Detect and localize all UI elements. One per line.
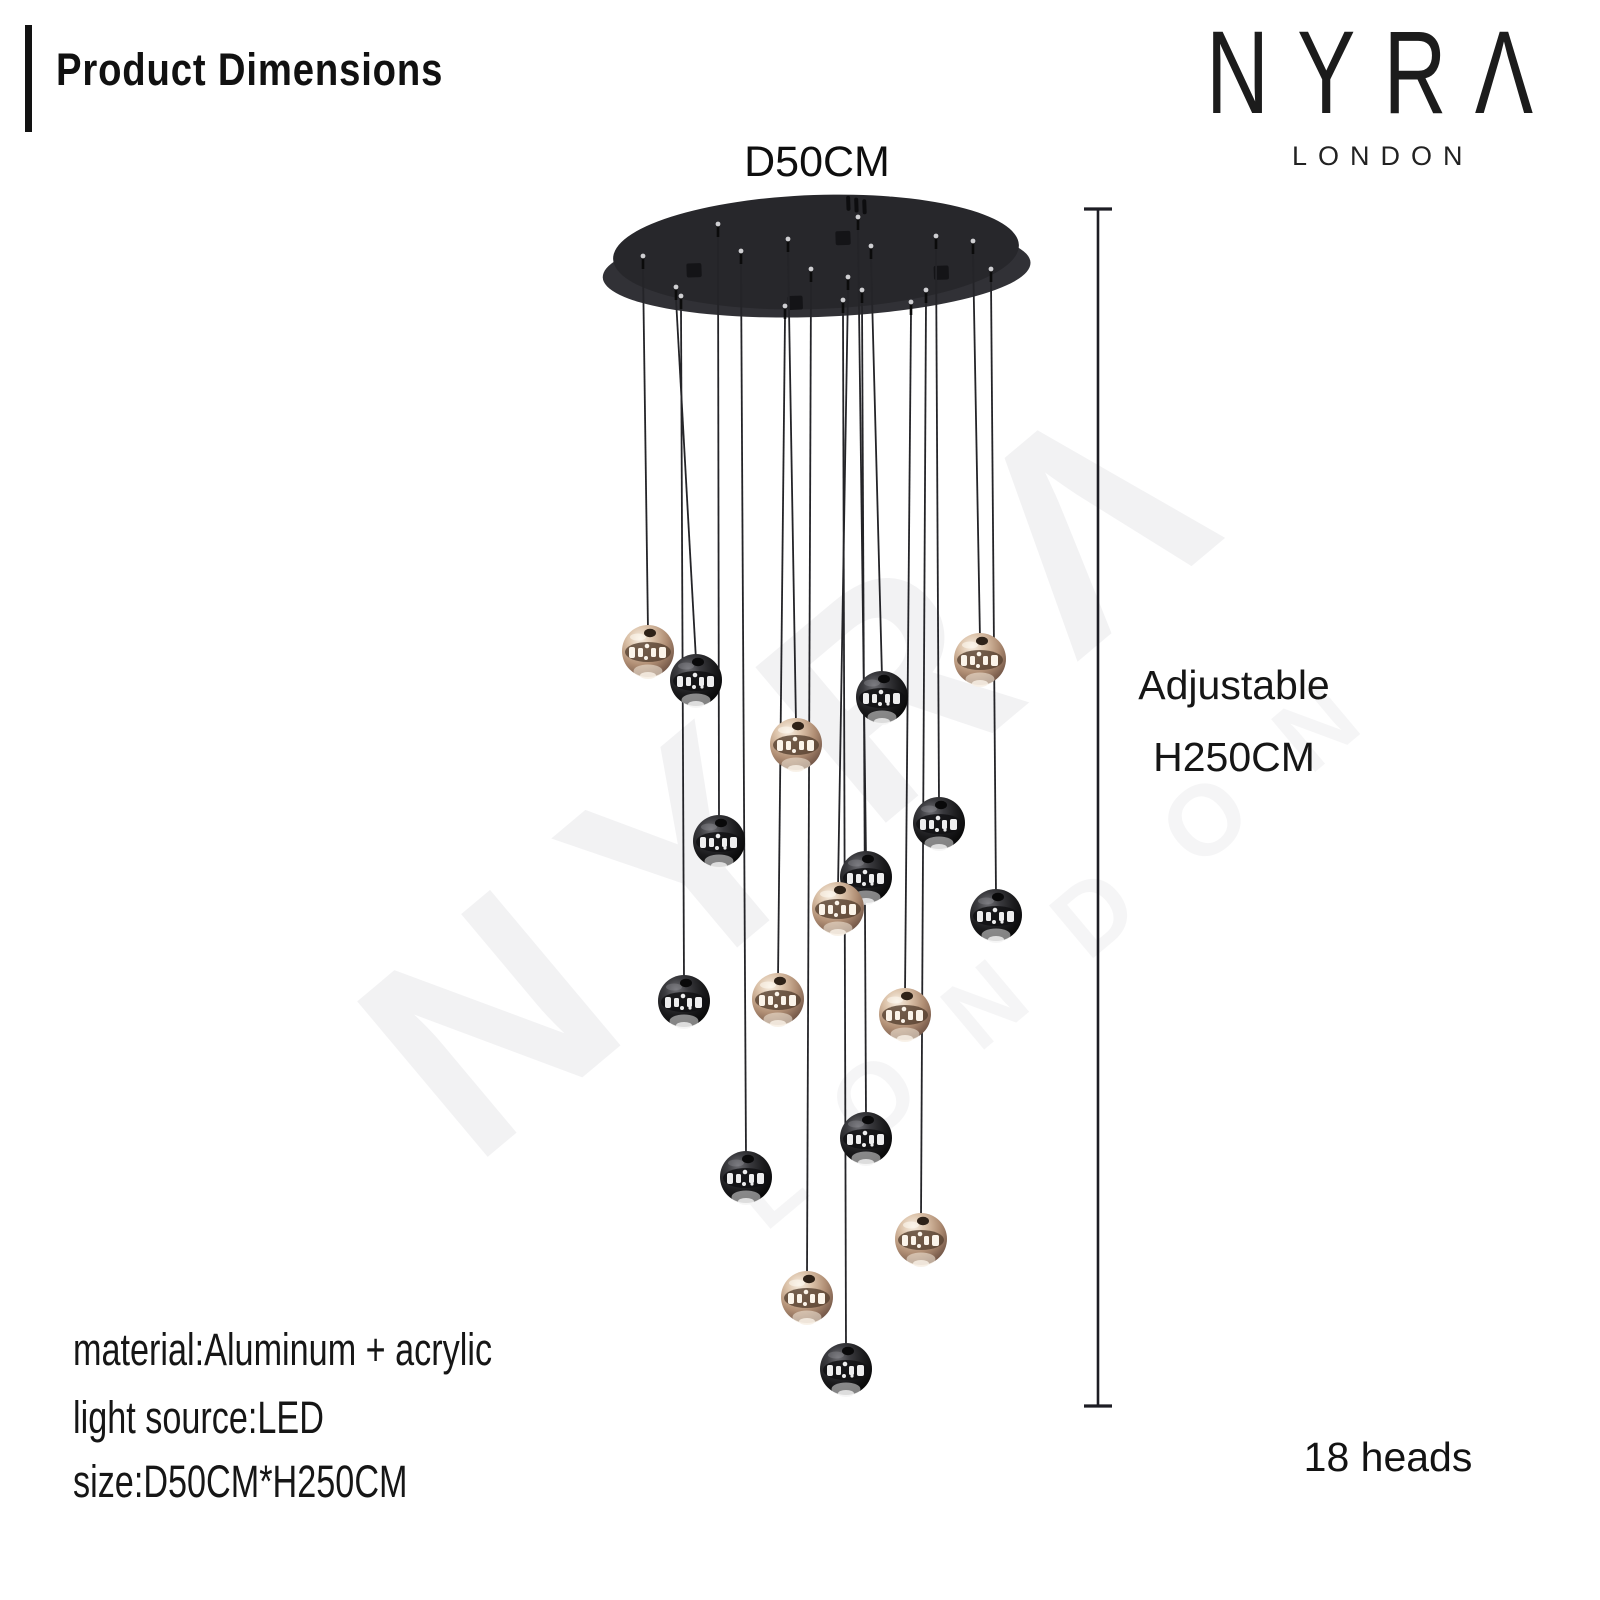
pendant-ball-3-copper: [770, 718, 822, 772]
pendant-wire-3: [787, 250, 797, 725]
pendant-wire-4: [870, 257, 883, 678]
adjustable-label: Adjustable: [1138, 662, 1330, 708]
pendant-ball-12-copper: [752, 973, 804, 1027]
spec-size: size:D50CM*H250CM: [73, 1456, 408, 1507]
pendant-wire-17: [806, 280, 812, 1278]
pendant-ball-7-black: [913, 797, 965, 851]
balls-layer: [622, 625, 1022, 1397]
pendant-wire-11: [680, 307, 685, 982]
plate-vent-slot: [862, 199, 867, 215]
plate-pins-layer: [640, 214, 994, 319]
pendant-wire-2: [675, 298, 697, 661]
pendant-wire-7: [935, 247, 940, 804]
height-measure-line: [1084, 207, 1112, 1408]
spec-material: material:Aluminum + acrylic: [73, 1324, 493, 1375]
heads-count-label: 18 heads: [1303, 1434, 1473, 1480]
pendant-wire-10: [990, 280, 997, 896]
pendant-wire-18: [842, 311, 847, 1350]
spec-light-source: light source:LED: [73, 1392, 324, 1443]
pendant-wire-15: [740, 262, 747, 1158]
plate-vent-slot: [846, 195, 851, 211]
pendant-ball-17-copper: [781, 1271, 833, 1325]
pendant-ball-16-copper: [895, 1213, 947, 1267]
pendant-ball-14-black: [840, 1112, 892, 1166]
plate-mount-block: [933, 265, 949, 280]
pendant-wire-16: [920, 301, 927, 1220]
plate-mount-block: [787, 295, 803, 310]
pendant-ball-2-black: [670, 654, 722, 708]
pendant-ball-18-black: [820, 1343, 872, 1397]
brand-wordmark: NYRΛ: [1206, 7, 1562, 139]
plate-mount-block: [835, 230, 851, 246]
pendant-wire-1: [642, 267, 649, 632]
pendant-ball-15-black: [720, 1151, 772, 1205]
plate-vent-slot: [854, 197, 859, 213]
pendant-ball-1-copper: [622, 625, 674, 679]
pendant-ball-10-black: [970, 889, 1022, 943]
pendant-ball-9-copper: [812, 882, 864, 936]
pendant-wire-5: [972, 252, 981, 640]
plate-mount-block: [686, 263, 702, 278]
pendant-ball-11-black: [658, 975, 710, 1029]
pendant-ball-6-black: [693, 815, 745, 869]
wires-layer: [642, 228, 997, 1350]
pendant-wire-12: [777, 317, 786, 980]
pendant-ball-13-copper: [879, 988, 931, 1042]
brand-city-label: LONDON: [1292, 141, 1474, 171]
pendant-ball-5-copper: [954, 633, 1006, 687]
height-dimension-label: H250CM: [1153, 734, 1315, 780]
pendant-wire-13: [904, 313, 912, 995]
ceiling-plate: [602, 194, 1031, 318]
page-title: Product Dimensions: [56, 44, 444, 95]
pendant-wire-6: [717, 235, 720, 822]
title-accent-bar: [25, 25, 32, 132]
diameter-dimension-label: D50CM: [744, 138, 890, 186]
